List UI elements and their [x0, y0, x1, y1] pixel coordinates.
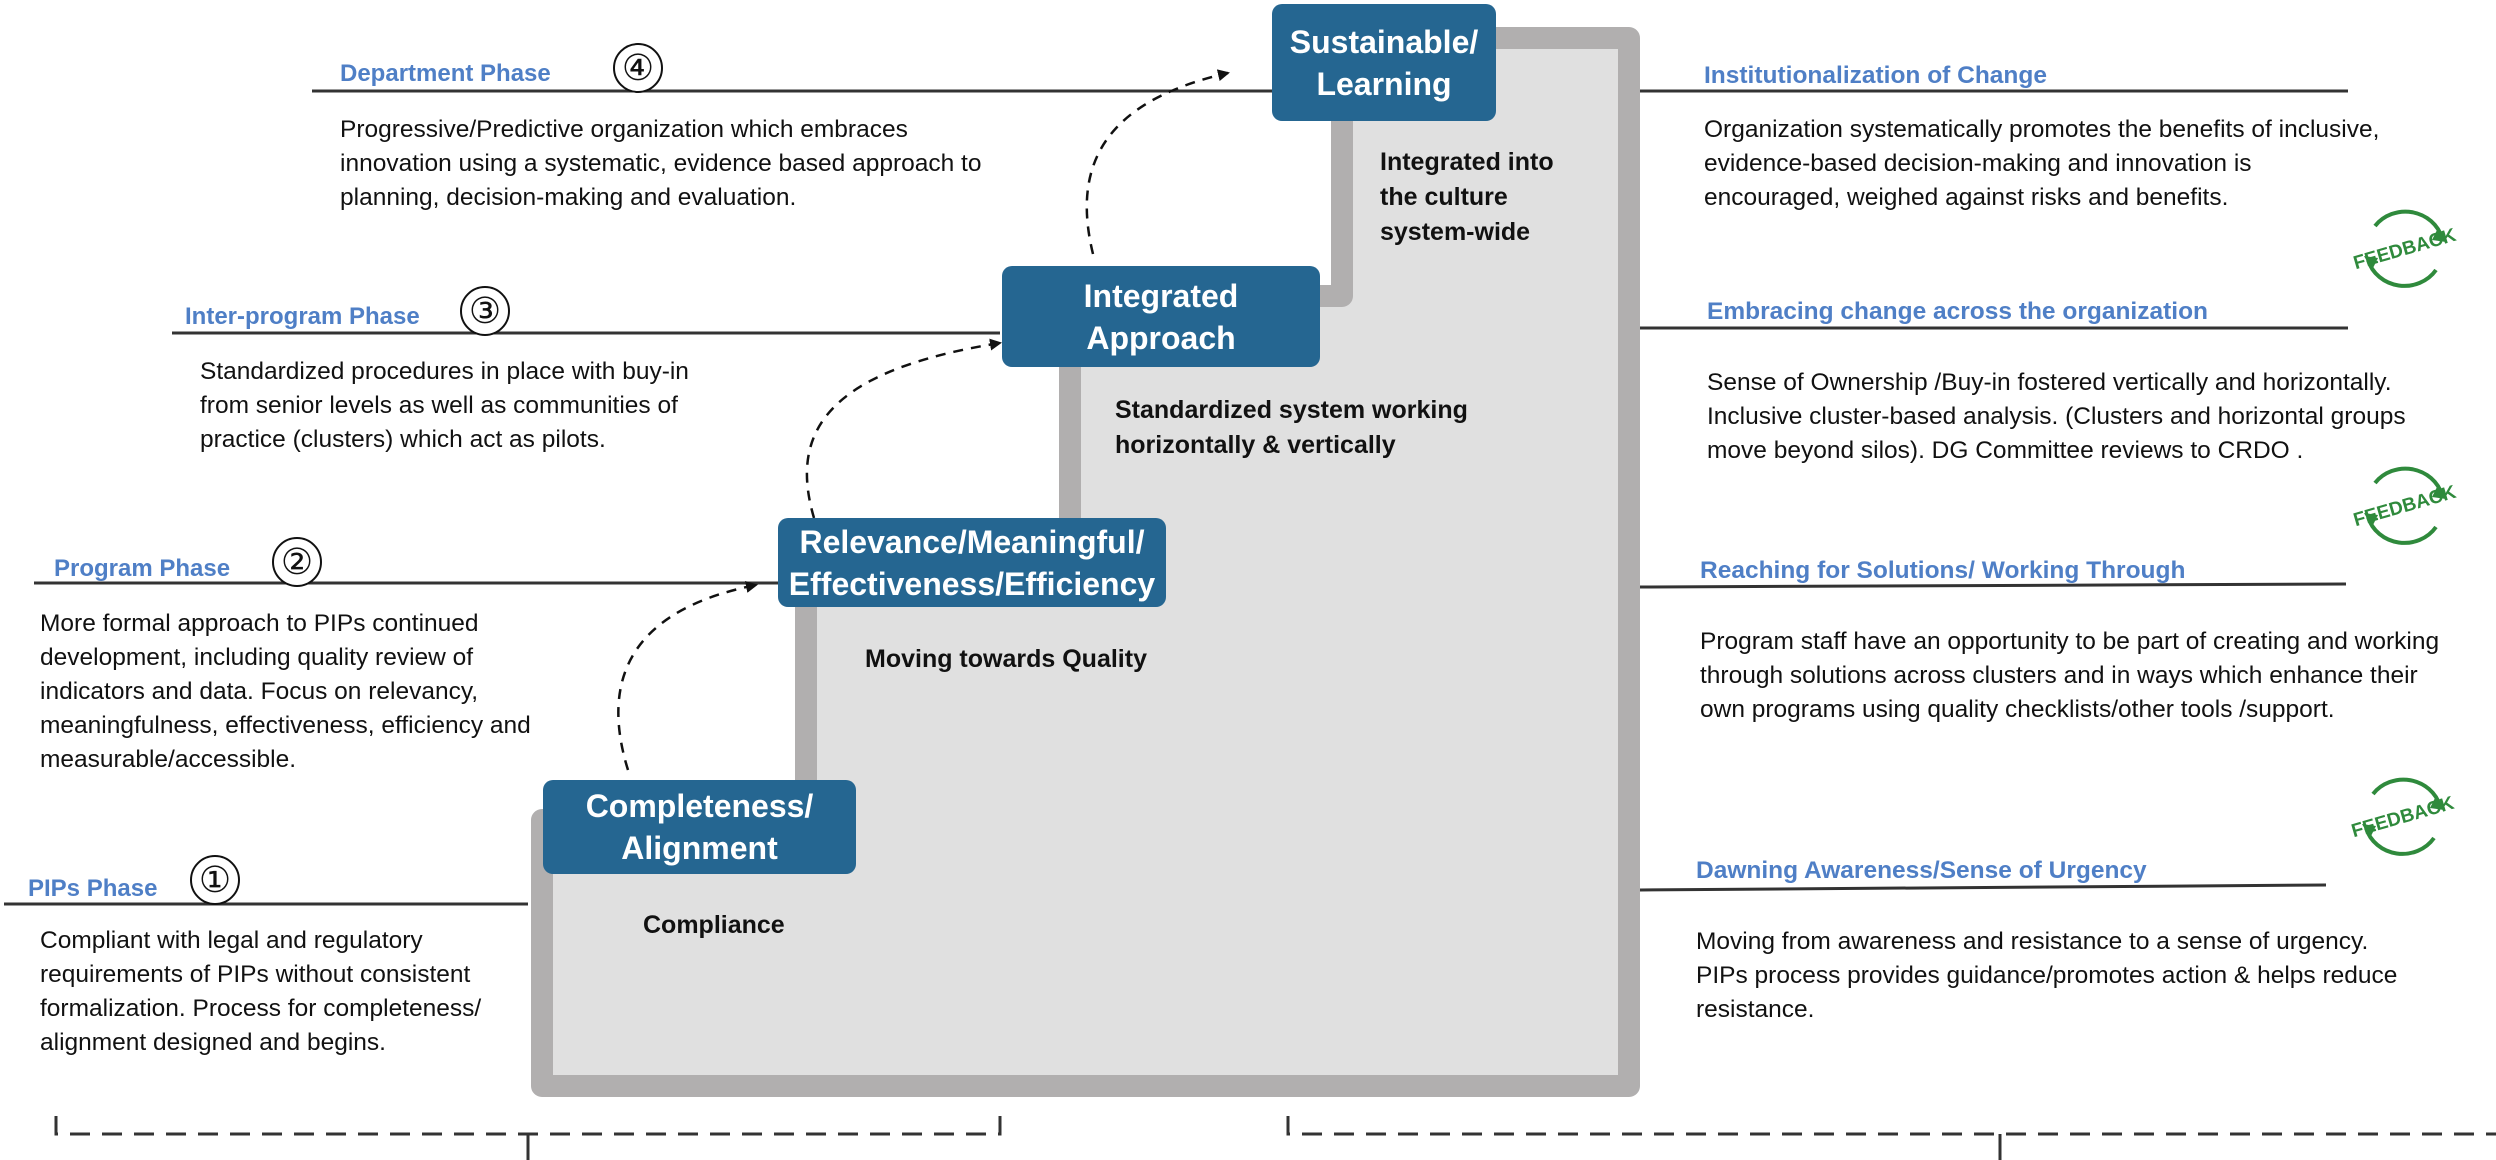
change-title-institutionalization: Institutionalization of Change: [1704, 62, 2047, 89]
bottom-bracket-right: [1286, 1116, 2496, 1136]
stage-label-integrated: Integrated Approach: [1083, 277, 1239, 356]
change-desc-reaching: Program staff have an opportunity to be …: [1700, 628, 2440, 723]
bottom-bracket-left: [54, 1116, 1002, 1136]
feedback-label: FEEDBACK: [2351, 225, 2459, 274]
feedback-cycle-icon: FEEDBACK: [2351, 209, 2459, 288]
phase-number-3: ③: [460, 286, 510, 336]
stage-box-integrated: Integrated Approach: [1002, 266, 1320, 367]
feedback-cycle-icon: FEEDBACK: [2351, 466, 2459, 545]
change-title-dawning: Dawning Awareness/Sense of Urgency: [1696, 857, 2147, 884]
change-desc-institutionalization: Organization systematically promotes the…: [1704, 116, 2380, 211]
change-desc-embracing: Sense of Ownership /Buy-in fostered vert…: [1707, 369, 2406, 464]
phase-number-2: ②: [272, 537, 322, 587]
phase-title-program: Program Phase: [54, 555, 231, 582]
step-note-integrated: Standardized system working horizontally…: [1115, 396, 1468, 459]
step-note-relevance: Moving towards Quality: [865, 645, 1147, 673]
phase-number-4: ④: [613, 43, 663, 93]
phase-desc-program: More formal approach to PIPs continued d…: [40, 610, 531, 773]
phase-number-1: ①: [190, 855, 240, 905]
feedback-label: FEEDBACK: [2349, 793, 2457, 842]
change-desc-dawning: Moving from awareness and resistance to …: [1696, 928, 2398, 1023]
phase-desc-department: Progressive/Predictive organization whic…: [340, 116, 982, 211]
stage-label-relevance: Relevance/Meaningful/ Effectiveness/Effi…: [788, 523, 1156, 602]
change-title-embracing: Embracing change across the organization: [1707, 298, 2209, 325]
change-line-4: [1639, 883, 2327, 892]
phase-desc-pips: Compliant with legal and regulatory requ…: [40, 927, 482, 1056]
stage-label-sustainable: Sustainable/ Learning: [1289, 23, 1479, 102]
progress-arrow-1: [617, 581, 758, 771]
step-note-sustainable: Integrated into the culture system-wide: [1380, 148, 1554, 246]
stage-box-completeness: Completeness/ Alignment: [543, 780, 856, 874]
progress-arrow-3: [1085, 69, 1230, 255]
phase-title-department: Department Phase: [340, 60, 551, 87]
phase-title-inter-program: Inter-program Phase: [185, 303, 420, 330]
phase-desc-inter-program: Standardized procedures in place with bu…: [200, 358, 689, 453]
stage-box-sustainable: Sustainable/ Learning: [1272, 4, 1496, 121]
change-line-3: [1639, 582, 2347, 589]
stage-label-completeness: Completeness/ Alignment: [585, 788, 814, 866]
phase-title-pips: PIPs Phase: [28, 875, 158, 902]
step-note-completeness: Compliance: [643, 911, 785, 939]
progress-arrow-2: [805, 338, 1002, 519]
change-title-reaching: Reaching for Solutions/ Working Through: [1700, 557, 2186, 584]
stage-box-relevance: Relevance/Meaningful/ Effectiveness/Effi…: [778, 518, 1166, 607]
feedback-label: FEEDBACK: [2351, 482, 2459, 531]
feedback-cycle-icon: FEEDBACK: [2349, 777, 2457, 856]
